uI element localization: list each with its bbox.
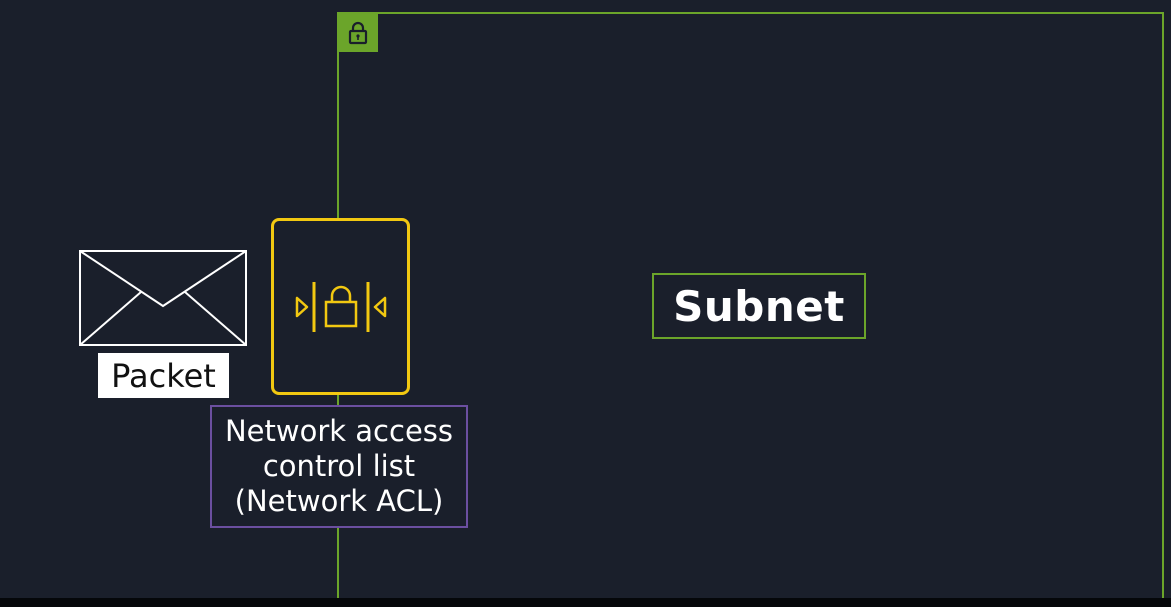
subnet-label-text: Subnet xyxy=(673,281,845,331)
packet-label: Packet xyxy=(98,353,229,398)
bottom-bar xyxy=(0,598,1171,607)
network-acl-label: Network access control list (Network ACL… xyxy=(210,405,468,528)
subnet-label: Subnet xyxy=(652,273,866,339)
network-acl-tile xyxy=(271,218,410,395)
network-acl-lock-icon xyxy=(295,281,386,332)
network-acl-label-line-3: (Network ACL) xyxy=(234,484,444,518)
lock-icon xyxy=(348,21,368,45)
subnet-lock-badge xyxy=(338,14,378,52)
network-acl-label-line-1: Network access xyxy=(224,414,454,448)
envelope-icon xyxy=(79,250,247,346)
network-acl-label-line-2: control list xyxy=(262,449,416,483)
packet-label-text: Packet xyxy=(111,356,216,395)
